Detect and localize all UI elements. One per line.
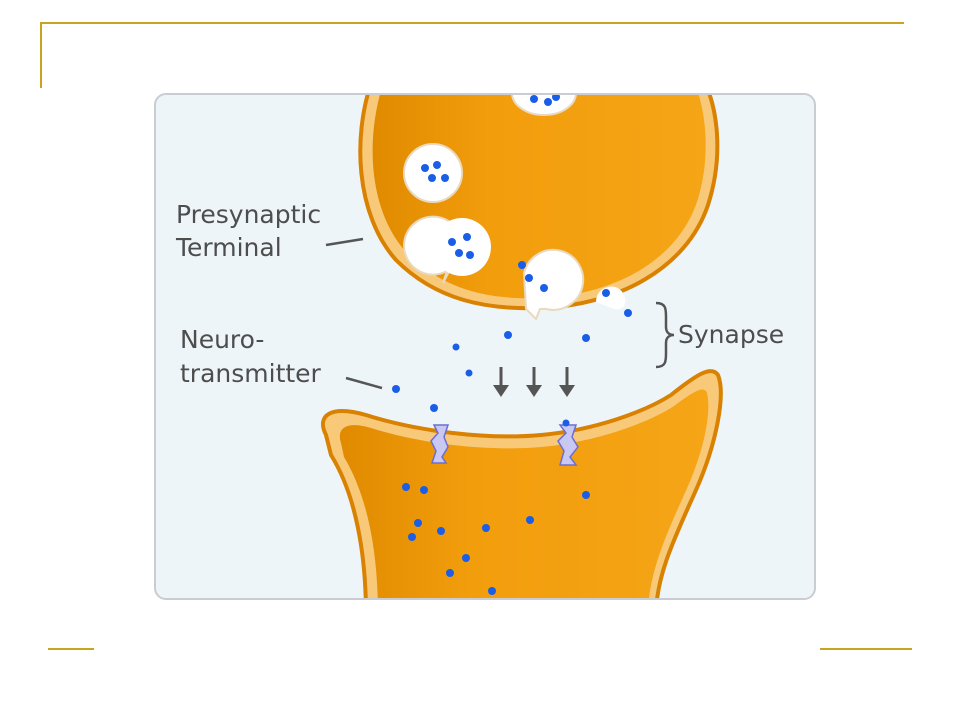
synapse-brace	[655, 301, 675, 369]
release-direction-arrows	[493, 367, 575, 397]
neurotransmitter-molecules-postsynaptic	[402, 483, 590, 595]
neurotransmitter-molecules-cleft	[392, 309, 632, 427]
down-arrow-icon	[526, 367, 542, 397]
synapse-illustration: Presynaptic Terminal Neuro- transmitter …	[175, 95, 784, 598]
presynaptic-label-line2: Terminal	[175, 233, 282, 262]
neurotransmitter-label-line2: transmitter	[180, 359, 322, 388]
postsynaptic-terminal	[320, 369, 723, 598]
down-arrow-icon	[559, 367, 575, 397]
synapse-diagram: Presynaptic Terminal Neuro- transmitter …	[154, 93, 816, 600]
top-accent-rule	[40, 22, 904, 24]
bottom-right-accent-rule	[820, 648, 912, 650]
neurotransmitter-leader-line	[345, 376, 383, 390]
receptors	[430, 424, 579, 466]
neurotransmitter-label-line1: Neuro-	[180, 325, 264, 354]
bottom-left-accent-rule	[48, 648, 94, 650]
synapse-label: Synapse	[678, 320, 784, 349]
receptor-left	[430, 424, 450, 464]
left-accent-rule	[40, 22, 42, 88]
presynaptic-label-line1: Presynaptic	[176, 200, 321, 229]
presynaptic-leader-line	[325, 237, 364, 247]
down-arrow-icon	[493, 367, 509, 397]
synaptic-vesicles	[403, 95, 626, 321]
receptor-right	[557, 424, 579, 466]
